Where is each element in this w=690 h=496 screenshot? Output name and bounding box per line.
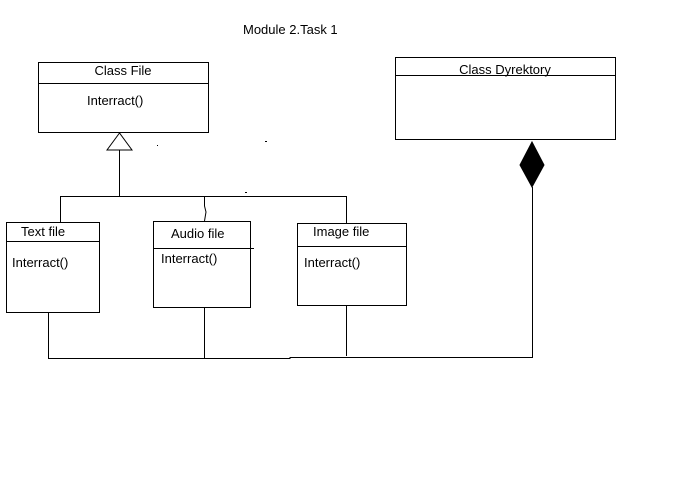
- class-file-name: Class File: [94, 63, 152, 78]
- class-directory-name: Class Dyrektory: [459, 62, 551, 77]
- composition-diamond-icon: [519, 140, 545, 189]
- image-file-name: Image file: [313, 224, 370, 239]
- audio-file-name: Audio file: [171, 226, 225, 241]
- composition-bus: [48, 357, 532, 359]
- class-directory-box[interactable]: [395, 57, 616, 140]
- text-file-method: Interract(): [12, 255, 69, 270]
- inheritance-drop-audio: [204, 196, 207, 222]
- text-file-name: Text file: [21, 224, 66, 239]
- inheritance-arrow-icon: [106, 132, 133, 151]
- class-file-box[interactable]: [38, 62, 209, 133]
- text-file-box[interactable]: [6, 222, 100, 313]
- audio-file-method: Interract(): [161, 251, 218, 266]
- image-file-box[interactable]: [297, 223, 407, 306]
- image-file-method: Interract(): [304, 255, 361, 270]
- audio-file-box[interactable]: [153, 221, 251, 308]
- class-file-method: Interract(): [87, 93, 144, 108]
- diagram-title: Module 2.Task 1: [243, 22, 338, 37]
